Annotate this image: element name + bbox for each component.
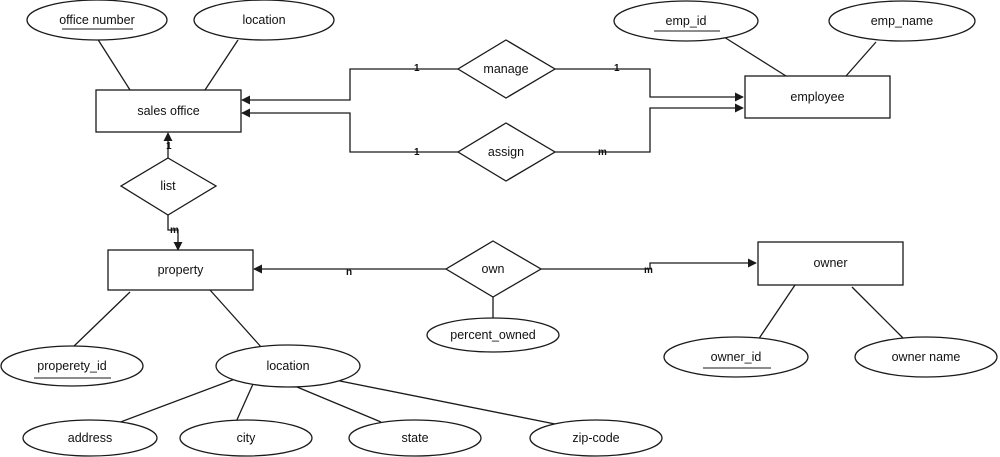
relationship-label: manage: [483, 62, 528, 76]
manage-to-employee-line: [555, 68, 744, 102]
attribute-label: location: [242, 13, 285, 27]
cardinality-assign-office: 1: [414, 147, 420, 158]
relationship-label: list: [160, 179, 176, 193]
connector-address: [117, 378, 236, 424]
attribute-ellipse: [854, 336, 998, 378]
connector-city: [235, 383, 254, 423]
attribute-ellipse: [26, 0, 168, 41]
attribute-office-number[interactable]: office number: [26, 0, 168, 41]
connector-zip-code: [324, 377, 561, 426]
attribute-owner-name[interactable]: owner name: [854, 336, 998, 378]
entity-label: owner: [813, 256, 847, 270]
attribute-label: emp_name: [871, 14, 934, 28]
relationship-label: assign: [488, 145, 524, 159]
relationship-diamond: [119, 157, 218, 216]
attribute-label: state: [401, 431, 428, 445]
assign-to-sales-office-line: [241, 108, 458, 153]
relationship-diamond: [456, 39, 557, 99]
attribute-ellipse: [22, 419, 158, 457]
attribute-ellipse: [828, 0, 976, 42]
connector-emp-id: [723, 36, 787, 77]
relationship-manage[interactable]: manage: [456, 39, 557, 99]
attribute-office-location[interactable]: location: [193, 0, 335, 41]
attribute-address[interactable]: address: [22, 419, 158, 457]
connector-owner-name: [851, 286, 906, 341]
connector-owner-id: [757, 284, 796, 341]
attribute-label: location: [266, 359, 309, 373]
attribute-ellipse: [529, 419, 663, 457]
entity-owner[interactable]: owner: [757, 241, 904, 286]
cardinality-list-property: m: [170, 225, 179, 236]
attribute-ellipse: [426, 317, 560, 353]
relationship-label: own: [482, 262, 505, 276]
entity-label: sales office: [137, 104, 199, 118]
relationship-list[interactable]: list: [119, 157, 218, 216]
attribute-city[interactable]: city: [179, 419, 313, 457]
attribute-property-location[interactable]: location: [215, 344, 361, 388]
connector-office-number: [96, 37, 131, 91]
connector-emp-name: [845, 41, 877, 77]
cardinality-own-owner: m: [644, 265, 653, 276]
attribute-label: properety_id: [37, 359, 107, 373]
relationship-own[interactable]: own: [444, 240, 543, 298]
manage-to-sales-office-line: [241, 68, 458, 105]
entity-box: [757, 241, 904, 286]
list-to-property-line: [167, 215, 183, 251]
entity-box: [95, 89, 242, 133]
entity-label: employee: [790, 90, 844, 104]
attribute-ellipse: [663, 336, 809, 378]
attribute-percent-owned[interactable]: percent_owned: [426, 317, 560, 353]
own-to-owner-line: [541, 258, 757, 270]
attribute-label: percent_owned: [450, 328, 536, 342]
attribute-ellipse: [193, 0, 335, 41]
cardinality-assign-employee: m: [598, 147, 607, 158]
attribute-emp-name[interactable]: emp_name: [828, 0, 976, 42]
entity-property[interactable]: property: [107, 249, 254, 291]
relationship-diamond: [444, 240, 543, 298]
attribute-ellipse: [613, 0, 759, 42]
attribute-owner-id[interactable]: owner_id: [663, 336, 809, 378]
relationship-diamond: [456, 122, 557, 182]
entity-label: property: [158, 263, 205, 277]
attribute-label: emp_id: [666, 14, 707, 28]
attribute-label: office number: [59, 13, 135, 27]
attribute-zip-code[interactable]: zip-code: [529, 419, 663, 457]
relationship-connectors: [163, 68, 757, 274]
attribute-property-id[interactable]: properety_id: [0, 345, 144, 387]
attribute-label: zip-code: [572, 431, 619, 445]
attribute-state[interactable]: state: [348, 419, 482, 457]
attribute-label: address: [68, 431, 112, 445]
assign-to-employee-line: [555, 103, 744, 153]
cardinality-manage-office: 1: [414, 63, 420, 74]
cardinality-list-office: 1: [166, 141, 172, 152]
attribute-connectors: [71, 36, 906, 426]
entity-employee[interactable]: employee: [744, 75, 891, 119]
cardinality-own-property: n: [346, 267, 352, 278]
attribute-ellipse: [179, 419, 313, 457]
entity-sales-office[interactable]: sales office: [95, 89, 242, 133]
entity-box: [744, 75, 891, 119]
cardinality-labels: 1 1 1 m 1 m n m: [166, 63, 653, 278]
attribute-ellipse: [0, 345, 144, 387]
connector-state: [284, 381, 382, 423]
relationship-assign[interactable]: assign: [456, 122, 557, 182]
entity-box: [107, 249, 254, 291]
connector-property-location: [209, 289, 263, 349]
cardinality-manage-employee: 1: [614, 63, 620, 74]
attribute-ellipse: [215, 344, 361, 388]
connector-property-id: [71, 291, 131, 349]
attribute-emp-id[interactable]: emp_id: [613, 0, 759, 42]
attribute-ellipse: [348, 419, 482, 457]
attribute-label: owner_id: [711, 350, 762, 364]
attribute-label: owner name: [892, 350, 961, 364]
connector-office-location: [204, 39, 239, 91]
attribute-label: city: [237, 431, 257, 445]
